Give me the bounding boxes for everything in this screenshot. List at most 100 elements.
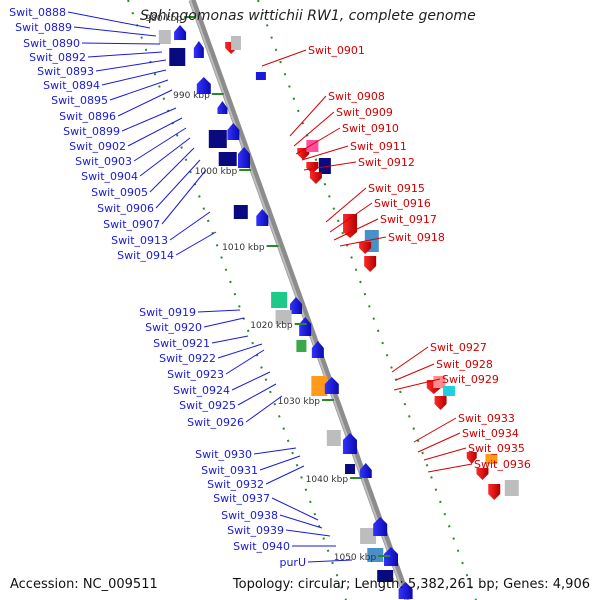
label-leader-line (231, 371, 271, 391)
label-leader-line (285, 529, 331, 537)
forward-gene (227, 123, 240, 140)
gene-label-right: Swit_0917 (380, 213, 437, 226)
forward-gene (193, 41, 204, 58)
gene-label-left: Swit_0904 (81, 170, 138, 183)
kbp-tick-label: 980 kbp (145, 14, 182, 24)
label-leader-line (279, 514, 323, 529)
forward-gene (373, 517, 388, 536)
forward-gene (233, 205, 248, 219)
forward-gene (169, 48, 186, 66)
label-leader-line (211, 335, 249, 344)
gene-label-left: Swit_0932 (207, 478, 264, 491)
gene-label-left: Swit_0926 (187, 416, 244, 429)
gene-label-left: Swit_0920 (145, 321, 202, 334)
genome-backbone (188, 0, 412, 600)
gene-label-right: Swit_0935 (468, 442, 525, 455)
gene-label-left: Swit_0888 (9, 6, 66, 19)
label-leader-line (109, 79, 169, 101)
forward-gene (208, 130, 227, 148)
gene-label-left: Swit_0890 (23, 37, 80, 50)
gene-label-left: Swit_0930 (195, 448, 252, 461)
label-leader-line (395, 363, 435, 381)
reverse-gene (442, 386, 455, 396)
page-title: Sphingomonas wittichii RW1, complete gen… (140, 8, 476, 24)
label-leader-line (301, 145, 349, 161)
label-leader-line (67, 11, 151, 29)
label-leader-line (253, 447, 297, 455)
gene-label-left: Swit_0931 (201, 464, 258, 477)
reverse-gene (434, 396, 447, 410)
forward-gene (311, 341, 324, 358)
gene-label-right: Swit_0901 (308, 44, 365, 57)
forward-gene (271, 292, 288, 308)
gene-label-right: Swit_0934 (462, 427, 519, 440)
gene-label-left: purU (279, 556, 306, 569)
label-leader-line (81, 42, 161, 45)
gene-label-left: Swit_0922 (159, 352, 216, 365)
label-leader-line (87, 51, 163, 58)
label-leader-line (197, 309, 241, 313)
label-leader-line (117, 89, 173, 117)
forward-gene (311, 376, 328, 396)
gene-label-right: Swit_0918 (388, 231, 445, 244)
gene-label-right: Swit_0908 (328, 90, 385, 103)
reverse-gene (466, 452, 477, 464)
forward-gene (377, 570, 394, 582)
label-leader-line (427, 463, 473, 473)
reverse-gene (309, 172, 322, 184)
forward-gene (158, 30, 171, 44)
gene-label-left: Swit_0937 (213, 492, 270, 505)
forward-gene (384, 547, 398, 566)
gene-label-right: Swit_0933 (458, 412, 515, 425)
label-leader-line (423, 447, 467, 461)
label-leader-line (329, 202, 373, 233)
gene-label-left: Swit_0903 (75, 155, 132, 168)
gene-label-left: Swit_0913 (111, 234, 168, 247)
reverse-gene (504, 480, 519, 496)
forward-gene (360, 528, 377, 544)
kbp-tick-label: 1010 kbp (222, 243, 265, 253)
gene-label-left: Swit_0921 (153, 337, 210, 350)
label-leader-line (139, 137, 191, 177)
label-leader-line (295, 127, 341, 155)
label-leader-line (307, 559, 353, 563)
label-leader-line (339, 236, 387, 247)
gene-label-left: Swit_0925 (179, 399, 236, 412)
genome-summary-text: Topology: circular; Length: 5,382,261 bp… (232, 577, 590, 592)
label-leader-line (271, 497, 319, 521)
kbp-tick-label: 1050 kbp (334, 553, 377, 563)
label-leader-line (161, 169, 207, 225)
label-leader-line (261, 49, 307, 67)
forward-gene (275, 310, 292, 324)
label-leader-line (225, 349, 265, 375)
kbp-tick-label: 1040 kbp (306, 475, 349, 485)
label-leader-line (127, 117, 183, 147)
forward-gene (174, 25, 187, 40)
gene-label-left: Swit_0895 (51, 94, 108, 107)
label-leader-line (217, 343, 263, 359)
gene-label-left: Swit_0924 (173, 384, 230, 397)
gene-label-left: Swit_0893 (37, 65, 94, 78)
label-leader-line (175, 231, 217, 256)
gene-label-left: Swit_0905 (91, 186, 148, 199)
label-leader-line (169, 211, 211, 241)
kbp-tick-label: 1000 kbp (195, 167, 238, 177)
gene-label-left: Swit_0919 (139, 306, 196, 319)
forward-gene (398, 582, 413, 599)
label-leader-line (245, 395, 283, 423)
gene-label-right: Swit_0915 (368, 182, 425, 195)
gene-label-right: Swit_0910 (342, 122, 399, 135)
gene-label-left: Swit_0940 (233, 540, 290, 553)
reverse-gene (364, 256, 377, 272)
kbp-tick-label: 1020 kbp (250, 321, 293, 331)
reverse-gene (306, 162, 319, 174)
kbp-tick-label: 990 kbp (173, 91, 210, 101)
forward-gene (342, 433, 357, 454)
gene-label-left: Swit_0894 (43, 79, 100, 92)
gene-label-left: Swit_0914 (117, 249, 174, 262)
gene-label-right: Swit_0909 (336, 106, 393, 119)
reverse-gene (433, 376, 446, 388)
reverse-gene (255, 72, 266, 80)
label-leader-line (265, 465, 305, 485)
